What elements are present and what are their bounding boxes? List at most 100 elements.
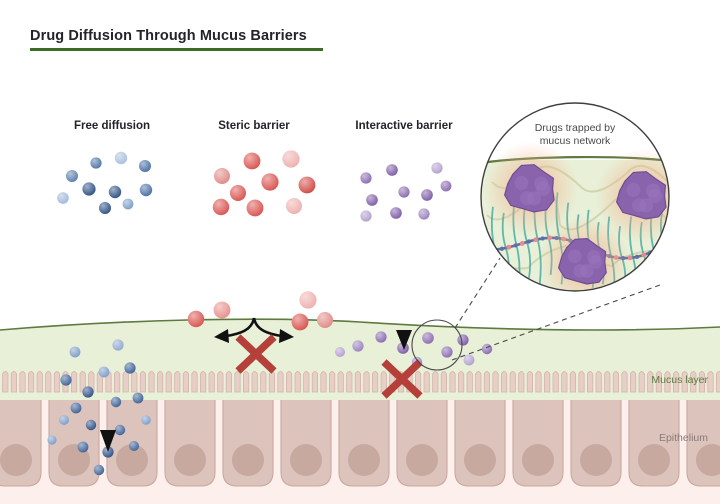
drug-particle-red-highlight [261, 173, 279, 191]
microvillus [483, 371, 490, 393]
microvillus [716, 371, 720, 393]
microvillus [363, 371, 370, 393]
microvillus [423, 371, 430, 393]
microvillus [707, 371, 714, 393]
drug-particle-blue-highlight [60, 374, 72, 386]
drug-particle-blue-highlight [124, 362, 136, 374]
layer-label-mucus: Mucus layer [651, 374, 708, 386]
drug-particle-red-highlight [213, 301, 231, 319]
drug-particle-blue-highlight [139, 160, 151, 172]
drug-aggregate [504, 164, 555, 213]
microvillus [604, 371, 611, 393]
drug-particle-blue-highlight [114, 151, 128, 165]
drug-particle-purple-highlight [335, 347, 345, 357]
drug-particle-purple-highlight [390, 207, 402, 219]
particles-deflected-steric [187, 291, 333, 331]
drug-aggregate [616, 171, 667, 220]
mucin-bead [641, 252, 647, 258]
mucin-bead [533, 237, 539, 243]
glycan-bristle [663, 246, 669, 281]
drug-particle-purple-highlight [457, 334, 469, 346]
drug-aggregate [558, 238, 607, 285]
drug-particle-red-highlight [187, 310, 205, 328]
microvillus [260, 371, 267, 393]
microvillus [698, 371, 705, 393]
microvillus [53, 371, 60, 393]
aggregate-lobe [587, 250, 601, 264]
cell-nucleus [348, 444, 380, 476]
cell-nucleus [522, 444, 554, 476]
drug-particle-red-highlight [299, 291, 317, 309]
blocked-marker-steric [235, 334, 277, 374]
aggregate-lobe [626, 183, 641, 198]
microvillus [10, 371, 17, 393]
microvillus [2, 371, 9, 393]
microvillus [509, 371, 516, 393]
cell-nucleus [174, 444, 206, 476]
drug-particle-red-highlight [298, 176, 316, 194]
blocked-marker-interactive [381, 359, 423, 399]
microvillus [234, 371, 241, 393]
drug-particle-blue-highlight [47, 435, 57, 445]
cell-nucleus [116, 444, 148, 476]
mucin-bead [506, 244, 512, 250]
microvillus [466, 371, 473, 393]
microvillus [182, 371, 189, 393]
drug-particle-blue-highlight [108, 185, 122, 199]
microvillus [544, 371, 551, 393]
particles-penetrating-epithelium [47, 339, 151, 476]
microvillus [664, 371, 671, 393]
microvilli-brush-border [2, 371, 720, 393]
microvillus [432, 371, 439, 393]
drug-particle-blue-highlight [59, 415, 69, 425]
microvillus [268, 371, 275, 393]
cell-nucleus [0, 444, 32, 476]
drug-particle-blue-highlight [141, 415, 151, 425]
microvillus [45, 371, 52, 393]
title-block: Drug Diffusion Through Mucus Barriers [30, 28, 323, 51]
microvillus [440, 371, 447, 393]
drug-particle-red-highlight [243, 152, 261, 170]
mucin-bead [526, 239, 532, 244]
cell-nucleus [638, 444, 670, 476]
aggregate-lobe [534, 176, 549, 191]
microvillus [28, 371, 35, 393]
drug-particle-red-highlight [291, 313, 309, 331]
microvillus [595, 371, 602, 393]
drug-particle-blue-highlight [69, 346, 81, 358]
drug-particle-purple-highlight [366, 194, 378, 206]
drug-particle-purple-highlight [398, 186, 410, 198]
drug-particle-blue-highlight [77, 441, 89, 453]
microvillus [475, 371, 482, 393]
drug-particle-blue-highlight [132, 392, 144, 404]
microvillus [372, 371, 379, 393]
arrow-interactive-trapping [396, 218, 412, 350]
drug-particle-purple-highlight [375, 331, 387, 343]
drug-particle-blue-highlight [85, 419, 97, 431]
glycan-bristle [526, 241, 532, 279]
microvillus [552, 371, 559, 393]
cell-nucleus [290, 444, 322, 476]
microvillus [621, 371, 628, 393]
aggregate-lobe [646, 183, 661, 198]
glycan-bristle [494, 249, 500, 291]
particle-cloud-steric-barrier [212, 150, 316, 217]
drug-particle-red-highlight [282, 150, 300, 168]
microvillus [191, 371, 198, 393]
microvillus [329, 371, 336, 393]
microvillus [286, 371, 293, 393]
inset-caption-line-1: Drugs trapped by [534, 122, 616, 134]
microvillus [630, 371, 637, 393]
microvillus [578, 371, 585, 393]
microvillus [165, 371, 172, 393]
microvillus [277, 371, 284, 393]
layer-label-epithelium: Epithelium [658, 432, 708, 444]
drug-particle-blue-highlight [99, 202, 111, 214]
drug-particle-purple-highlight [360, 172, 372, 184]
aggregate-lobe [514, 176, 529, 191]
mucin-bead [485, 248, 491, 253]
mucin-bead [667, 242, 669, 247]
aggregate-lobe [567, 249, 582, 264]
drug-particle-blue-highlight [110, 396, 122, 408]
